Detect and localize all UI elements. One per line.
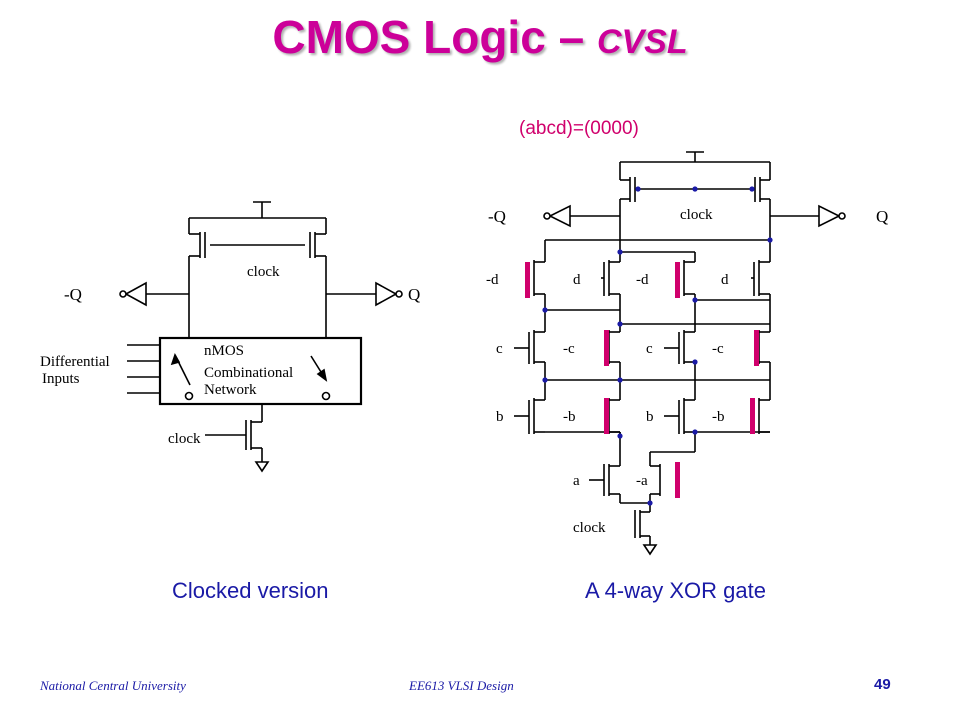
gate-label-b4: -b [712,409,725,425]
title-main: CMOS Logic – [272,11,597,63]
gate-label-d3: -d [636,272,649,288]
right-out-pos-label: Q [876,207,888,226]
right-schematic [514,151,846,556]
gate-label-a2: -a [636,473,648,489]
node-dots [542,186,773,506]
gate-label-d4: d [721,272,729,288]
left-out-neg-label: -Q [64,285,82,304]
left-schematic [119,201,403,473]
gate-label-c4: -c [712,341,724,357]
gate-label-b2: -b [563,409,576,425]
left-inputs-line1: Differential [40,354,110,370]
right-clock-top-label: clock [680,207,713,223]
caption-left: Clocked version [172,578,329,603]
active-gate-highlights [525,262,759,498]
footer-university: National Central University [40,678,186,693]
right-out-neg-label: -Q [488,207,506,226]
gate-label-b1: b [496,409,504,425]
gate-label-c3: c [646,341,653,357]
slide-title: CMOS Logic – CVSL [0,10,960,64]
left-clock-top-label: clock [247,264,280,280]
gate-label-c2: -c [563,341,575,357]
page-number: 49 [874,676,891,693]
network-line2: Combinational [204,365,293,381]
footer-course: EE613 VLSI Design [409,678,514,693]
title-sub: CVSL [596,23,688,61]
gate-label-c1: c [496,341,503,357]
gate-label-a1: a [573,473,580,489]
network-line1: nMOS [204,343,244,359]
network-line3: Network [204,382,257,398]
gate-label-d2: d [573,272,581,288]
input-state-label: (abcd)=(0000) [519,118,639,139]
right-clock-bottom-label: clock [573,520,606,536]
left-inputs-line2: Inputs [42,371,80,387]
caption-right: A 4-way XOR gate [585,578,766,603]
left-out-pos-label: Q [408,285,420,304]
gate-label-b3: b [646,409,654,425]
left-clock-bottom-label: clock [168,431,201,447]
gate-label-d1: -d [486,272,499,288]
